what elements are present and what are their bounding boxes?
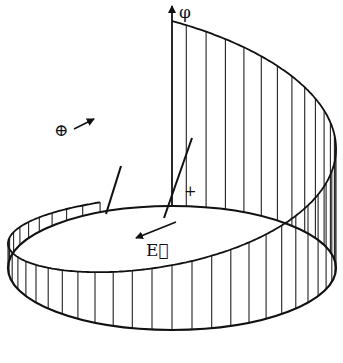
band-stripe <box>243 47 244 212</box>
band-stripe <box>261 56 262 216</box>
band-stripe <box>211 256 212 329</box>
polarity-sign: + <box>184 184 197 199</box>
band-stripe <box>25 261 26 296</box>
axis-label: φ <box>179 4 191 21</box>
band-stripe <box>331 171 332 282</box>
band-stripe <box>295 216 296 309</box>
band-stripe <box>66 209 67 221</box>
field-label: E⃗ <box>146 242 169 259</box>
band-stripe <box>132 271 133 329</box>
band-stripe <box>335 147 336 267</box>
band-stripe <box>307 205 308 302</box>
band-stripe <box>39 217 40 231</box>
band-stripe <box>186 25 187 206</box>
band-stripe <box>62 270 63 314</box>
positive-plate <box>164 138 192 218</box>
band-stripe <box>113 272 114 326</box>
band-stripe <box>151 268 152 329</box>
band-stripe <box>266 234 267 318</box>
charge-arrow <box>74 119 94 129</box>
band-stripe <box>248 242 249 322</box>
band-stripe <box>191 261 192 330</box>
band-stripe <box>281 225 282 314</box>
band-stripe <box>291 76 292 225</box>
polarity-sign: - <box>94 193 100 210</box>
band-stripe <box>17 257 18 289</box>
band-stripe <box>326 183 327 289</box>
phi-axis <box>171 6 173 206</box>
band-stripe <box>334 135 335 260</box>
band-stripe <box>318 195 319 297</box>
band-stripe <box>82 206 83 217</box>
band-stripe <box>35 265 36 303</box>
negative-plate <box>106 166 121 214</box>
band-stripe <box>28 222 29 238</box>
band-stripe <box>324 110 325 244</box>
field-arrow <box>136 222 176 238</box>
band-stripe <box>12 253 13 282</box>
band-stripe <box>277 66 278 221</box>
charge-symbol: ⊕ <box>54 122 68 139</box>
band-stripe <box>19 227 20 245</box>
band-stripe <box>48 268 49 309</box>
base-loop <box>8 206 336 330</box>
band-stripe <box>225 39 226 209</box>
band-stripe <box>13 232 14 252</box>
band-stripe <box>315 99 316 238</box>
band-stripe <box>230 250 231 326</box>
band-stripe <box>206 32 207 208</box>
band-stripe <box>171 265 172 330</box>
band-stripe <box>330 123 331 253</box>
band-stripe <box>304 87 305 231</box>
band-stripe <box>94 272 95 323</box>
band-stripe <box>52 213 53 226</box>
band-stripe <box>77 272 78 319</box>
